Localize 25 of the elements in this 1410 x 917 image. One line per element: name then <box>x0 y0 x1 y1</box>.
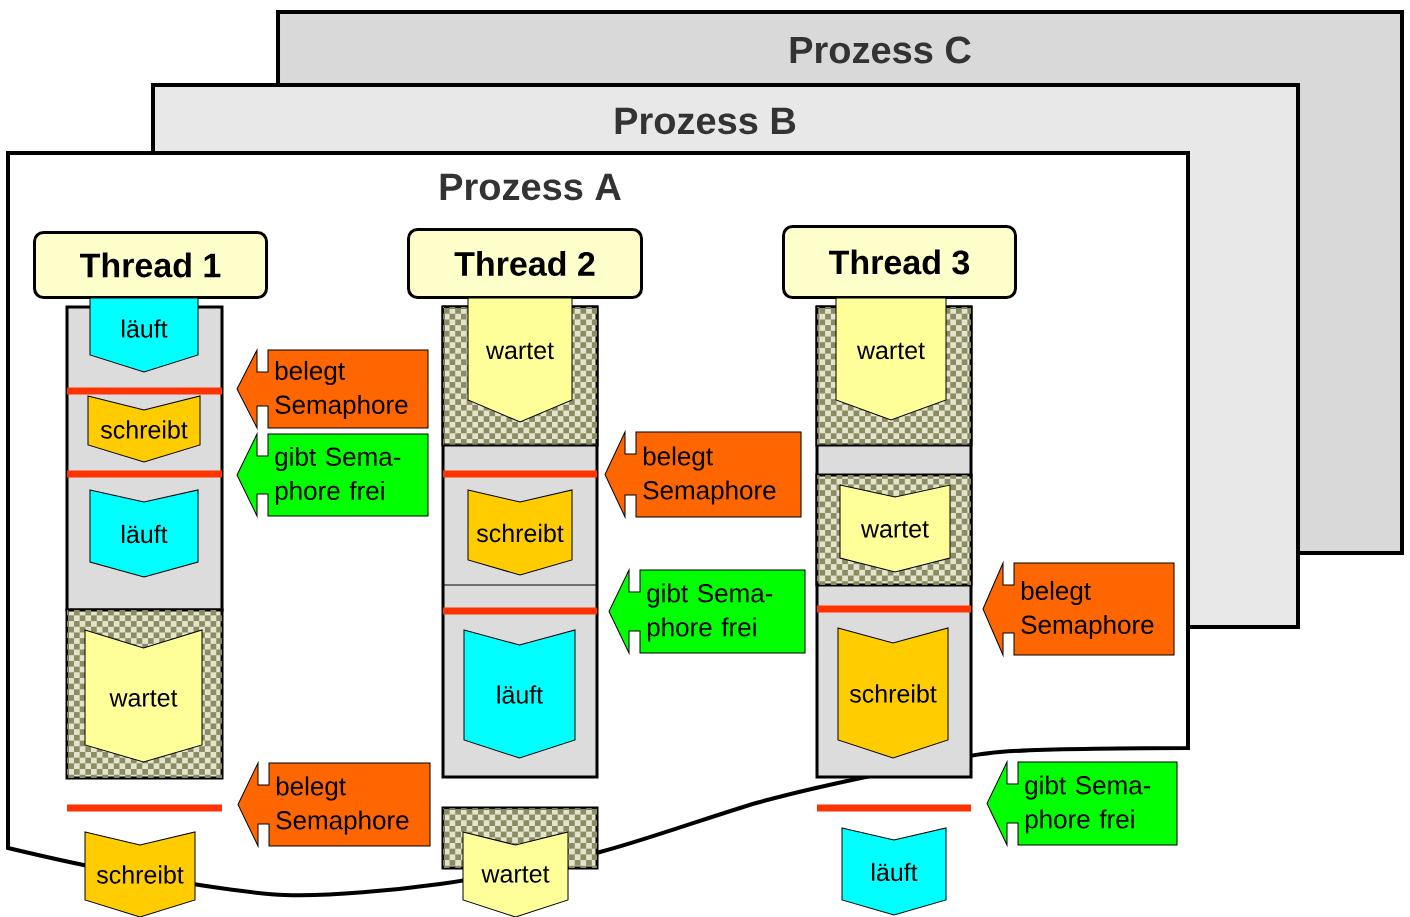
state-box: schreibt <box>87 395 201 463</box>
process-title: Prozess C <box>790 36 971 64</box>
semaphore-callout: belegt Semaphore <box>982 562 1175 656</box>
semaphore-callout: gibt Sema- phore frei <box>236 433 429 517</box>
state-box: schreibt <box>84 831 196 917</box>
state-box: läuft <box>463 629 576 759</box>
thread-header: Thread 2 <box>407 228 643 299</box>
semaphore-callout: belegt Semaphore <box>237 762 431 847</box>
state-box: wartet <box>462 831 569 917</box>
semaphore-callout: belegt Semaphore <box>604 431 802 518</box>
state-box: schreibt <box>467 489 573 576</box>
thread-header: Thread 1 <box>33 231 268 299</box>
semaphore-callout: gibt Sema- phore frei <box>608 569 806 654</box>
state-box: läuft <box>89 489 199 578</box>
semaphore-callout: belegt Semaphore <box>236 349 429 429</box>
semaphore-callout: gibt Sema- phore frei <box>986 761 1178 846</box>
state-box: wartet <box>835 297 947 421</box>
state-box: läuft <box>841 827 947 916</box>
thread-header: Thread 3 <box>782 225 1017 299</box>
state-box: schreibt <box>837 627 949 759</box>
process-title: Prozess B <box>615 107 796 135</box>
state-box: wartet <box>839 484 951 573</box>
node-label: Prozess A <box>440 173 621 201</box>
state-box: wartet <box>84 629 203 763</box>
state-box: wartet <box>467 297 573 423</box>
